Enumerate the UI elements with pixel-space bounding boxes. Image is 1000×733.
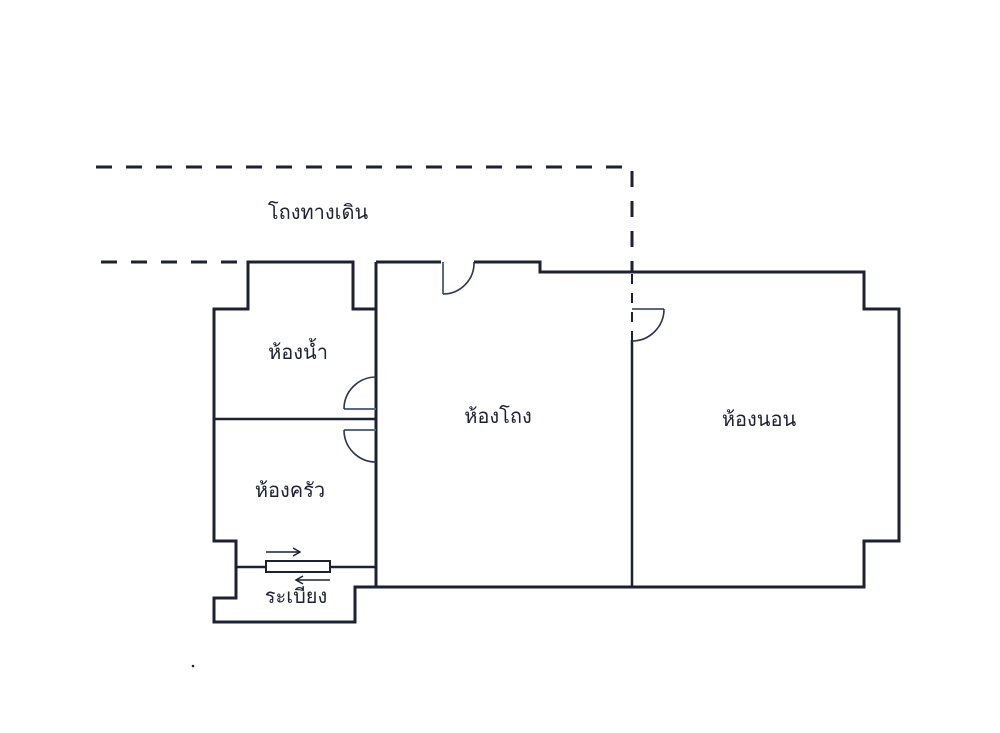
door-bathroom [343, 376, 377, 410]
label-bedroom: ห้องนอน [722, 407, 797, 431]
door-bedroom [631, 308, 665, 342]
door-living-entry [442, 261, 475, 295]
main-block-walls [374, 260, 901, 589]
label-bathroom: ห้องน้ำ [268, 338, 328, 364]
sliding-window [265, 547, 331, 585]
corridor-boundary [96, 165, 634, 340]
label-corridor: โถงทางเดิน [268, 200, 369, 224]
label-balcony: ระเบียง [265, 584, 328, 608]
label-living-room: ห้องโถง [464, 404, 532, 428]
door-kitchen [343, 429, 377, 463]
stray-dot [191, 664, 195, 668]
label-kitchen: ห้องครัว [255, 478, 325, 502]
